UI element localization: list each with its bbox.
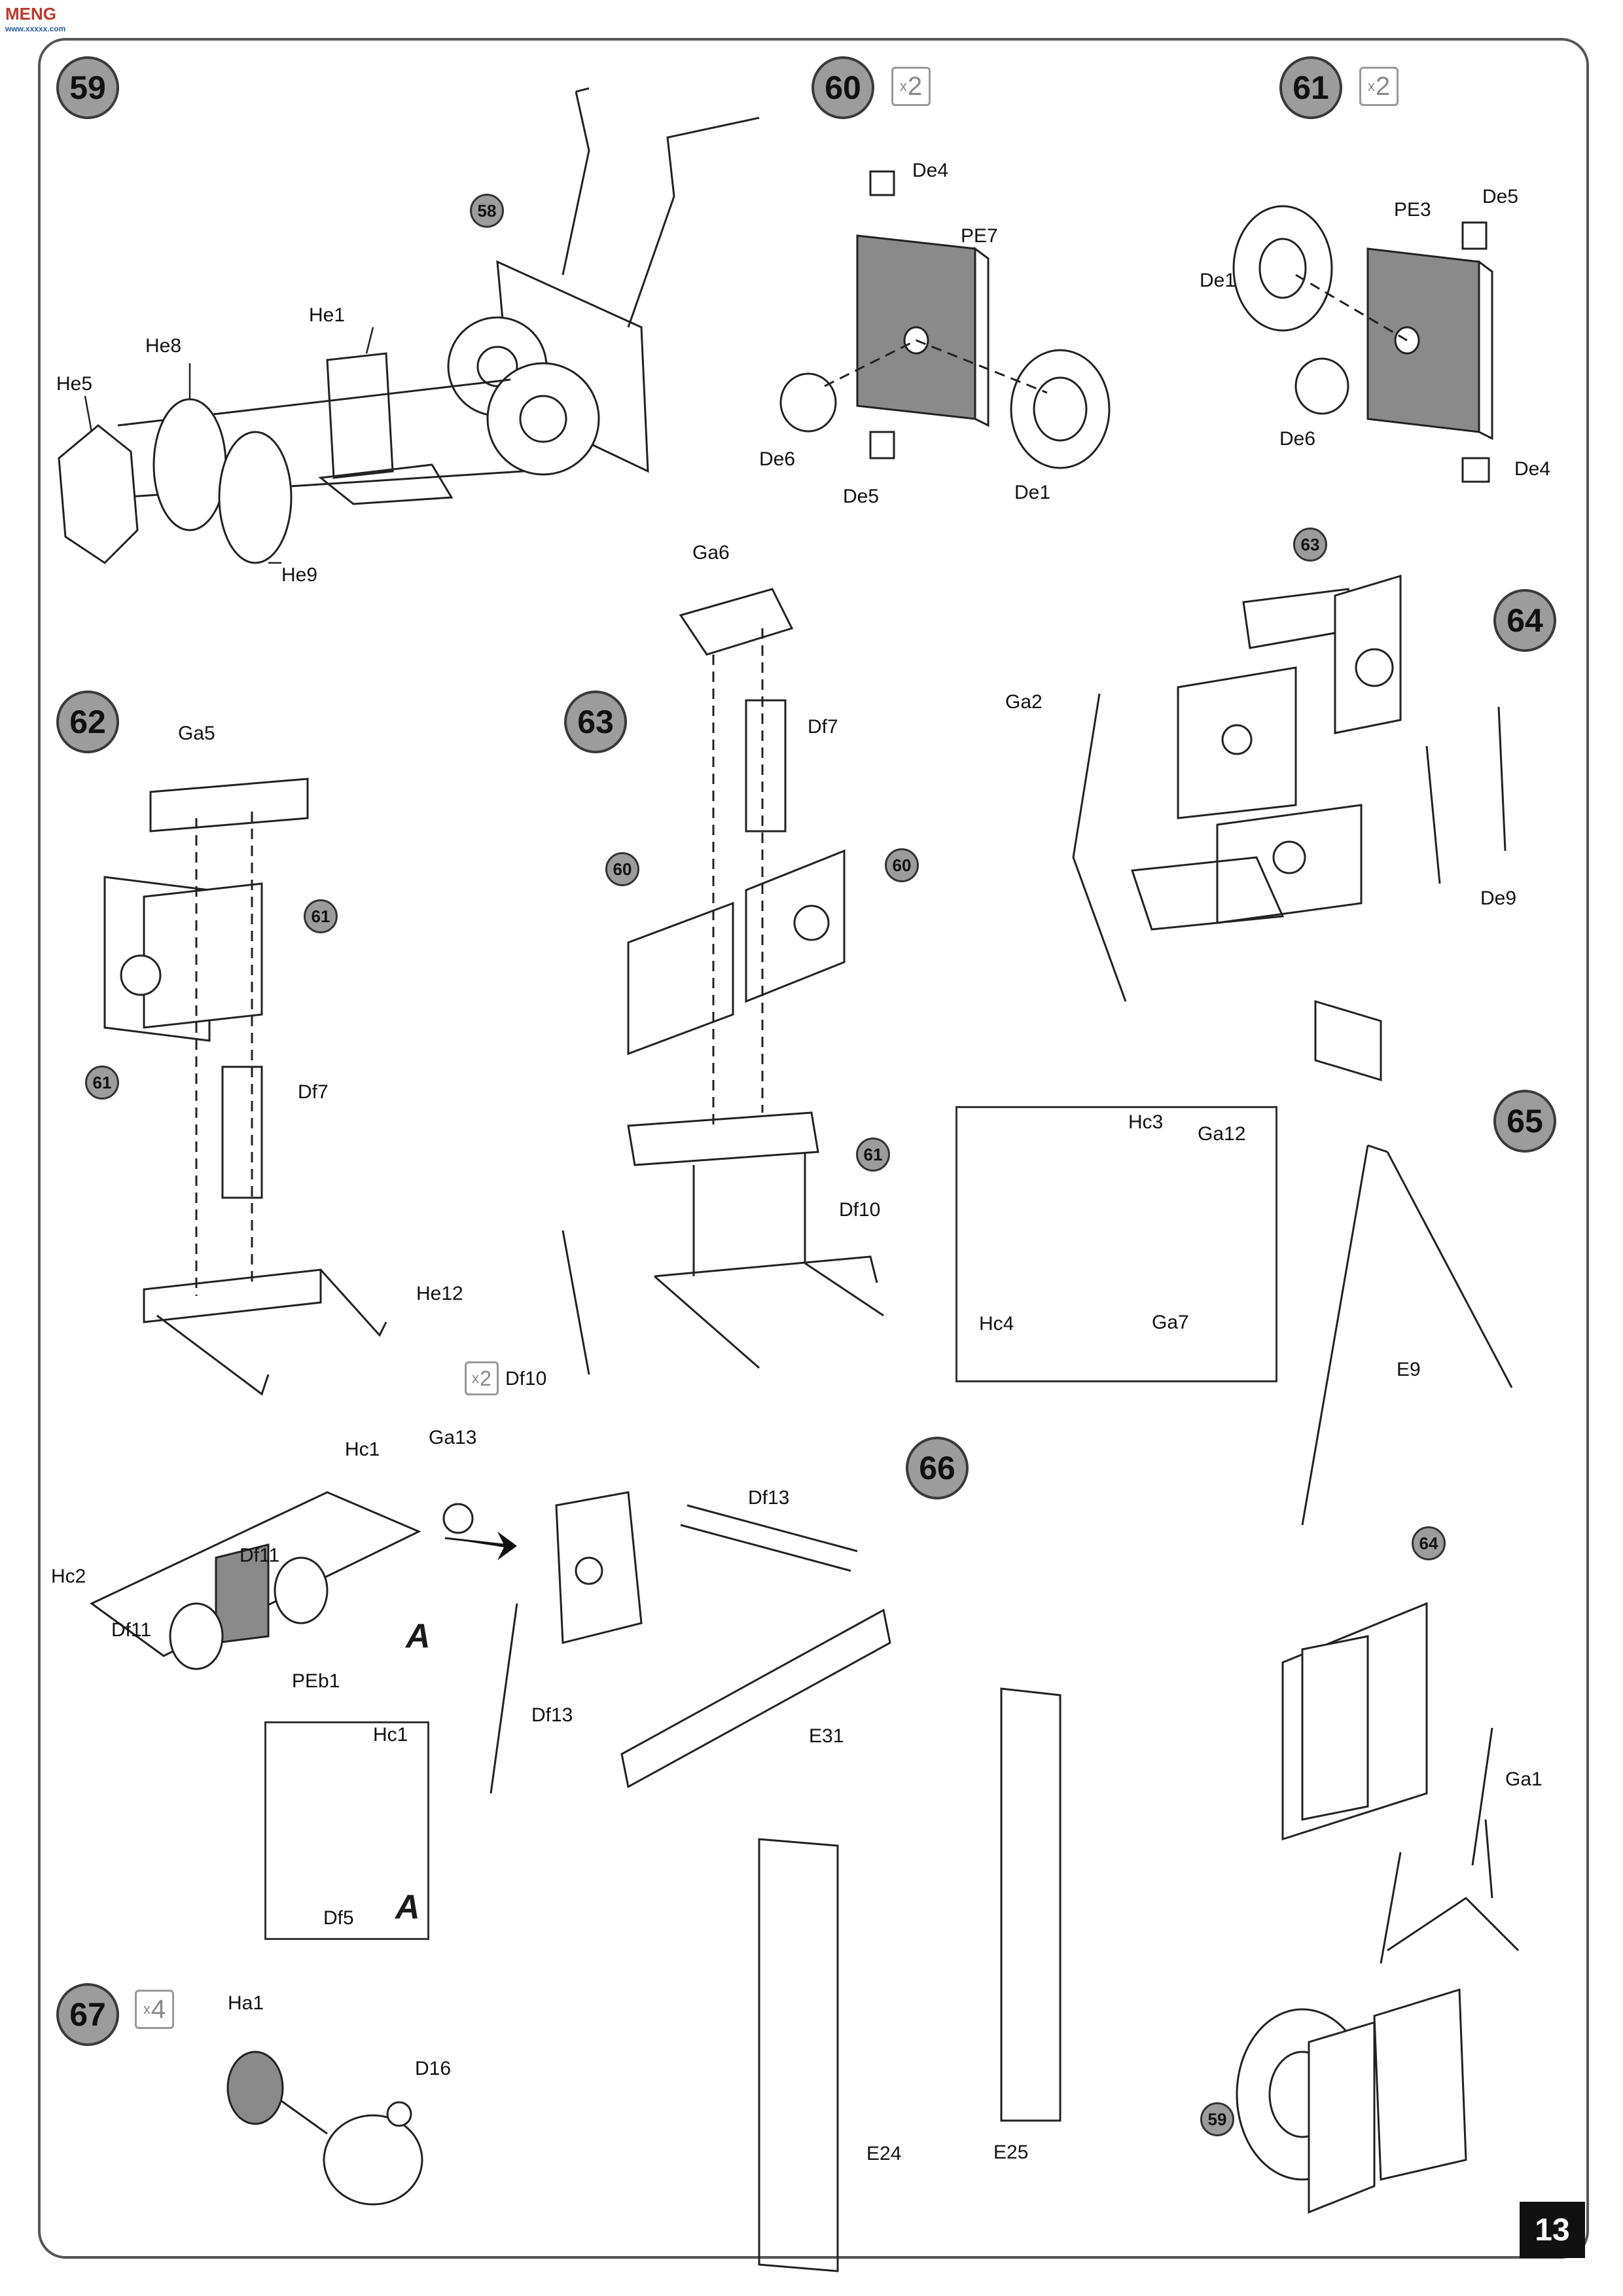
- step-badge-66: 66: [906, 1437, 969, 1499]
- label-Df10-b: Df10: [505, 1368, 547, 1390]
- label-Ga2: Ga2: [1005, 691, 1043, 713]
- label-E9: E9: [1397, 1359, 1421, 1380]
- label-De6: De6: [759, 448, 796, 470]
- label-Df11-b: Df11: [111, 1619, 152, 1641]
- label-Hc1: Hc1: [345, 1439, 380, 1460]
- ref-badge-59: 59: [1200, 2102, 1234, 2136]
- ref-badge-61b: 61: [85, 1066, 119, 1100]
- label-Df10-a: Df10: [839, 1199, 881, 1221]
- label-Df7-63: Df7: [808, 716, 838, 738]
- detail-letter-a-inset: A: [395, 1888, 420, 1926]
- label-E25: E25: [993, 2142, 1029, 2163]
- step-badge-61: 61: [1279, 56, 1342, 119]
- detail-letter-a: A: [406, 1617, 431, 1655]
- label-De9: De9: [1480, 888, 1517, 909]
- label-Hc4: Hc4: [979, 1313, 1014, 1335]
- label-Ga12: Ga12: [1198, 1123, 1246, 1145]
- step-59-art: [58, 87, 760, 564]
- label-De4-61: De4: [1514, 458, 1551, 480]
- label-PE7: PE7: [961, 225, 998, 247]
- ref-badge-64: 64: [1412, 1526, 1446, 1560]
- label-Hc2: Hc2: [51, 1566, 86, 1587]
- label-Df13-b: Df13: [531, 1704, 573, 1726]
- label-PE3: PE3: [1394, 199, 1431, 221]
- label-Ga6: Ga6: [692, 542, 730, 564]
- label-E31: E31: [809, 1725, 844, 1747]
- step-badge-62: 62: [56, 691, 119, 753]
- label-De5-61: De5: [1482, 186, 1519, 207]
- label-Hc1-detail: Hc1: [373, 1724, 408, 1746]
- step-badge-67: 67: [56, 1983, 119, 2046]
- step-badge-63: 63: [564, 691, 627, 753]
- step-60-art: [779, 170, 1111, 469]
- ref-badge-61c: 61: [856, 1138, 890, 1172]
- step-badge-59: 59: [56, 56, 119, 119]
- label-Df11-a: Df11: [240, 1545, 280, 1566]
- label-He9: He9: [281, 564, 318, 586]
- step-64-art: [1072, 574, 1507, 1002]
- label-Ga1: Ga1: [1505, 1768, 1543, 1790]
- arrow-icon: [445, 1532, 517, 1560]
- label-Df7-62: Df7: [298, 1081, 329, 1103]
- step-61-art: [1232, 205, 1493, 483]
- step-62-art: [103, 778, 387, 1396]
- label-E24: E24: [866, 2143, 902, 2164]
- ref-badge-63: 63: [1293, 528, 1327, 562]
- label-Df13-a: Df13: [748, 1487, 790, 1509]
- step-63-art: [562, 588, 884, 1375]
- detail-inset-a: [264, 1721, 429, 1940]
- label-Ga5: Ga5: [178, 723, 215, 744]
- page-number: 13: [1520, 2202, 1585, 2258]
- label-De5: De5: [843, 486, 880, 507]
- label-Ga13: Ga13: [429, 1427, 477, 1448]
- step-66-art: [90, 1491, 1061, 2272]
- label-Ga7: Ga7: [1152, 1312, 1189, 1333]
- label-PEb1: PEb1: [292, 1670, 340, 1692]
- step-67-art: [226, 2051, 423, 2206]
- label-He12: He12: [416, 1283, 463, 1304]
- step-badge-60: 60: [812, 56, 874, 119]
- label-Hc3: Hc3: [1128, 1111, 1164, 1133]
- step-badge-65: 65: [1493, 1090, 1556, 1153]
- ref-badge-60b: 60: [885, 848, 919, 882]
- step-badge-64: 64: [1493, 589, 1556, 652]
- label-De6-61: De6: [1279, 428, 1316, 450]
- label-He8: He8: [145, 335, 182, 357]
- label-De1: De1: [1014, 482, 1051, 503]
- label-D16: D16: [415, 2058, 452, 2079]
- detail-inset-65: [955, 1106, 1277, 1382]
- ref-badge-61a: 61: [304, 899, 338, 933]
- label-De1-61: De1: [1200, 270, 1236, 291]
- ref-badge-60a: 60: [605, 852, 639, 886]
- label-De4: De4: [912, 160, 949, 181]
- label-Ha1: Ha1: [228, 1992, 264, 2014]
- label-Df5: Df5: [323, 1907, 354, 1929]
- step-65-art: [1236, 999, 1520, 2214]
- label-He5: He5: [56, 373, 93, 395]
- ref-badge-58: 58: [470, 194, 504, 228]
- label-He1: He1: [309, 304, 346, 326]
- page-frame: [38, 38, 1589, 2259]
